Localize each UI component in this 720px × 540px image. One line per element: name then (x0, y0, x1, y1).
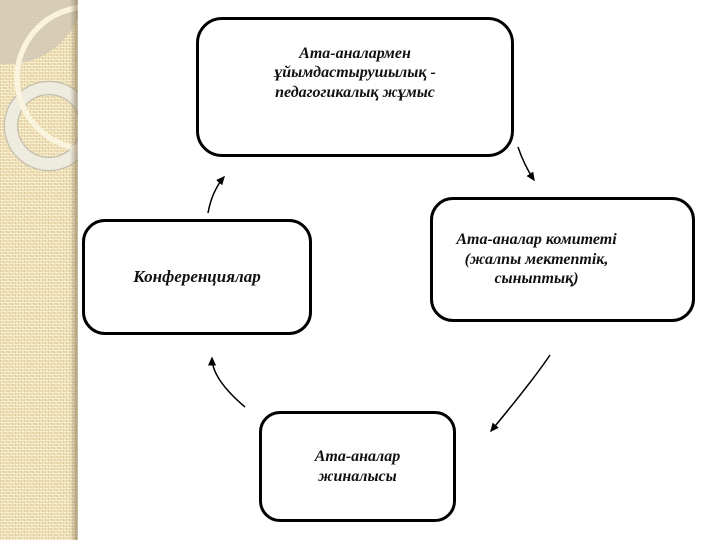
thick-ring-outer-edge (3, 80, 78, 172)
node-label: Ата-аналар комитеті (жалпы мектептік, сы… (456, 230, 616, 289)
label-line: сыныптық) (494, 270, 579, 288)
arrow-top-to-right (517, 146, 535, 182)
node-conferences: Конференциялар (82, 219, 312, 335)
sidebar-edge-shadow (70, 0, 78, 540)
node-parents-meeting: Ата-аналар жиналысы (259, 411, 456, 522)
label-line: Ата-аналар (314, 447, 401, 465)
arrow-left-to-top (207, 175, 225, 214)
arrow-right-to-bottom (490, 354, 551, 433)
node-label: Ата-аналармен ұйымдастырушылық - педагог… (274, 44, 436, 103)
label-line: Ата-аналар комитеті (456, 231, 617, 249)
decorative-sidebar (0, 0, 78, 540)
label-line: (жалпы мектептік, (464, 250, 609, 268)
cream-ring-circle (14, 4, 78, 152)
label-line: педагогикалық жұмыс (275, 83, 435, 101)
sidebar-circles-graphic (0, 0, 78, 172)
node-parents-organizational-work: Ата-аналармен ұйымдастырушылық - педагог… (196, 17, 514, 157)
label-line: Ата-аналармен (299, 44, 411, 62)
node-label: Конференциялар (133, 267, 260, 288)
label-line: ұйымдастырушылық - (274, 64, 436, 82)
thick-ring-circle (5, 82, 78, 170)
node-label: Ата-аналар жиналысы (315, 447, 401, 486)
thick-ring-inner-edge (16, 93, 78, 159)
label-line: Конференциялар (133, 266, 261, 286)
node-parents-committee: Ата-аналар комитеті (жалпы мектептік, сы… (430, 197, 695, 322)
arrow-bottom-to-left (208, 356, 246, 408)
label-line: жиналысы (318, 467, 397, 485)
